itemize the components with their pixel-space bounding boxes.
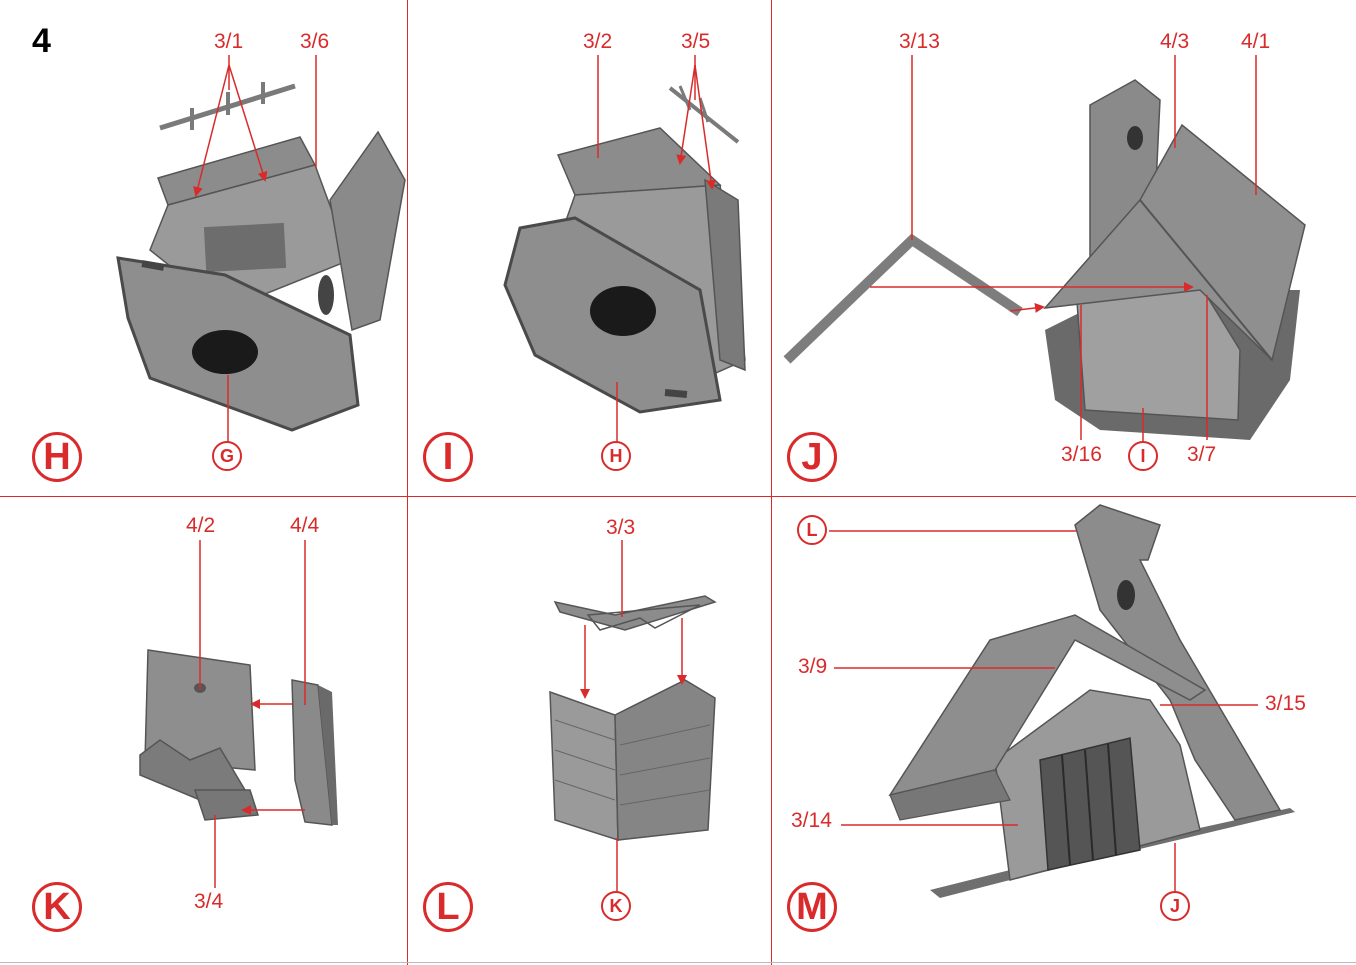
part-label: 3/7: [1187, 444, 1216, 465]
reference-badge: J: [1160, 891, 1190, 921]
step-letter-badge: J: [787, 432, 837, 482]
part-label: 3/3: [606, 517, 635, 538]
reference-badge: H: [601, 441, 631, 471]
step-letter-badge: M: [787, 882, 837, 932]
step-letter-badge: K: [32, 882, 82, 932]
part-label: 3/4: [194, 891, 223, 912]
part-label: 3/14: [791, 810, 832, 831]
part-label: 4/3: [1160, 31, 1189, 52]
part-label: 4/4: [290, 515, 319, 536]
panel-j-model: [787, 80, 1305, 440]
panel-l-model: [550, 596, 715, 840]
panel-h-model: [118, 82, 405, 430]
part-label: 3/9: [798, 656, 827, 677]
part-label: 3/5: [681, 31, 710, 52]
part-label: 3/13: [899, 31, 940, 52]
reference-badge: I: [1128, 441, 1158, 471]
reference-badge: K: [601, 891, 631, 921]
reference-badge: L: [797, 515, 827, 545]
panel-k-model: [140, 650, 338, 825]
step-letter-badge: L: [423, 882, 473, 932]
part-label: 3/15: [1265, 693, 1306, 714]
part-label: 3/1: [214, 31, 243, 52]
reference-badge: G: [212, 441, 242, 471]
step-letter-badge: I: [423, 432, 473, 482]
panel-m-model: [890, 505, 1295, 898]
panel-i-model: [505, 86, 745, 412]
part-label: 3/6: [300, 31, 329, 52]
part-label: 3/2: [583, 31, 612, 52]
part-label: 3/16: [1061, 444, 1102, 465]
part-label: 4/1: [1241, 31, 1270, 52]
part-label: 4/2: [186, 515, 215, 536]
step-letter-badge: H: [32, 432, 82, 482]
